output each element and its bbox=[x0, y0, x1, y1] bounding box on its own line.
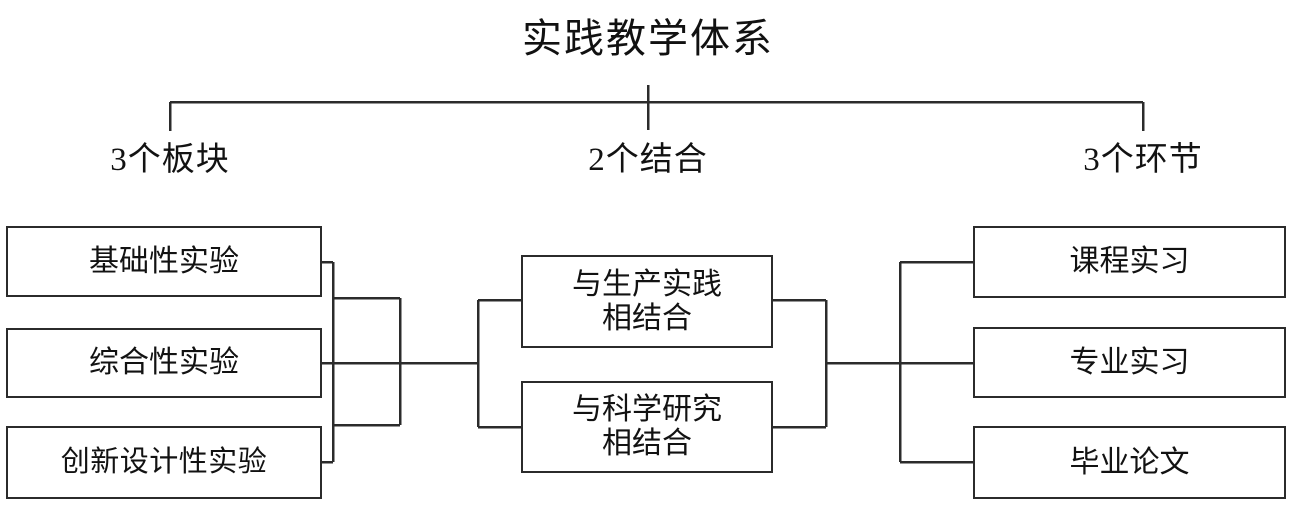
tier-label-combinations: 2个结合 bbox=[588, 142, 708, 178]
node-course-internship[interactable]: 课程实习 bbox=[973, 226, 1286, 298]
node-combine-with-production-practice[interactable]: 与生产实践 相结合 bbox=[521, 255, 773, 348]
node-comprehensive-experiment[interactable]: 综合性实验 bbox=[6, 328, 322, 398]
node-basic-experiment[interactable]: 基础性实验 bbox=[6, 226, 322, 297]
node-innovative-design-experiment[interactable]: 创新设计性实验 bbox=[6, 426, 322, 499]
node-combine-with-scientific-research[interactable]: 与科学研究 相结合 bbox=[521, 381, 773, 473]
tier-label-blocks: 3个板块 bbox=[110, 142, 230, 178]
node-graduation-thesis[interactable]: 毕业论文 bbox=[973, 426, 1286, 499]
node-professional-internship[interactable]: 专业实习 bbox=[973, 327, 1286, 398]
page-title: 实践教学体系 bbox=[522, 16, 774, 61]
tier-label-stages: 3个环节 bbox=[1083, 142, 1203, 178]
